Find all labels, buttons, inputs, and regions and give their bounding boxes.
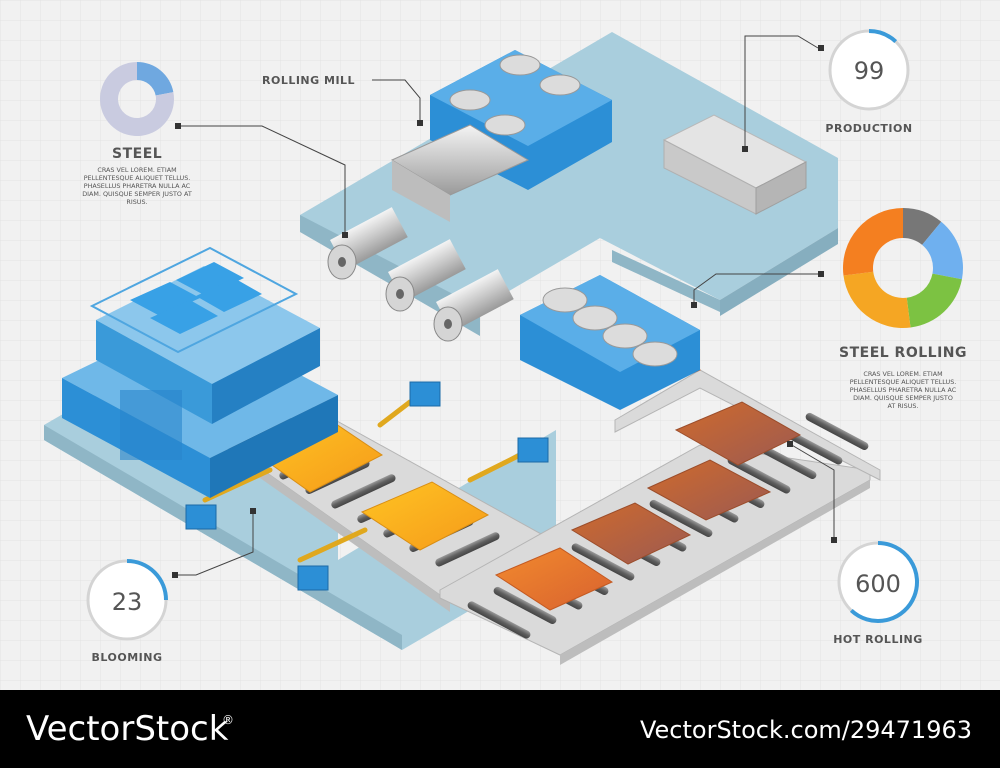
conveyor-roller	[435, 532, 500, 567]
conveyor-roller	[331, 474, 396, 509]
conveyor-roller	[467, 601, 531, 639]
leader-dots	[172, 45, 837, 578]
conveyor-roller	[727, 456, 791, 494]
conveyor-roller	[753, 441, 817, 480]
conveyor-roller	[493, 586, 557, 625]
watermark-brand: VectorStock	[26, 709, 229, 749]
steel-description-line: DIAM. QUISQUE SEMPER JUSTO AT	[82, 190, 192, 198]
steel-rolling-description-line: PHASELLUS PHARETRA NULLA AC	[850, 386, 957, 394]
gauge-progress-arc	[126, 559, 168, 601]
stacked-plates	[662, 114, 808, 215]
steel-rolling-donut-segment	[843, 271, 911, 328]
gauge-progress-arc	[868, 29, 898, 44]
steel-rolling-donut-segment	[843, 208, 903, 276]
steel-plates	[257, 349, 802, 611]
production-gauge	[828, 29, 910, 111]
conveyor-roller	[649, 499, 713, 538]
blooming-building	[62, 246, 338, 498]
hot-rolling-label: HOT ROLLING	[833, 633, 923, 646]
steel-rolling-donut-segment	[906, 273, 962, 328]
steel-title: STEEL	[112, 146, 162, 162]
hydraulic-units	[185, 381, 549, 591]
steel-rolling-description-line: PELLENTESQUE ALIQUET TELLUS.	[850, 378, 957, 386]
conveyor-roller	[571, 543, 635, 581]
steel-description-line: PHASELLUS PHARETRA NULLA AC	[84, 182, 191, 190]
steel-description-line: RISUS.	[126, 198, 147, 206]
blooming-label: BLOOMING	[92, 651, 163, 664]
conveyor-roller	[805, 412, 869, 451]
steel-rolling-donut-segment	[922, 221, 964, 280]
production-label: PRODUCTION	[825, 122, 912, 135]
steel-rolling-description-line: AT RISUS.	[888, 402, 919, 410]
leader-lines	[176, 35, 835, 576]
rolling-mill-label: ROLLING MILL	[262, 74, 355, 87]
steel-rolling-description-line: CRAS VEL LOREM. ETIAM	[863, 370, 942, 378]
gauge-progress-arc	[849, 541, 919, 623]
steel-rolling-donut-chart	[843, 208, 964, 328]
steel-coils	[327, 207, 514, 342]
rolling-mill-machine	[390, 50, 612, 222]
hot-rolling-gauge	[837, 541, 919, 623]
steel-description: CRAS VEL LOREM. ETIAM PELLENTESQUE ALIQU…	[82, 166, 192, 206]
watermark-registered-mark: ®	[222, 713, 234, 727]
watermark-bar	[0, 690, 1000, 768]
hot-rolling-value: 600	[855, 570, 901, 598]
piston-rails	[202, 399, 523, 563]
steel-description-line: PELLENTESQUE ALIQUET TELLUS.	[84, 174, 191, 182]
steel-description-line: CRAS VEL LOREM. ETIAM	[97, 166, 176, 174]
production-value: 99	[854, 57, 885, 85]
watermark-url: VectorStock.com/29471963	[640, 716, 972, 744]
steel-rolling-machine	[520, 275, 700, 410]
steel-rolling-title: STEEL ROLLING	[839, 345, 967, 361]
steel-rolling-description-line: DIAM. QUISQUE SEMPER JUSTO	[853, 394, 953, 402]
blooming-gauge	[86, 559, 168, 641]
steel-donut-segment	[137, 62, 174, 96]
blooming-value: 23	[112, 588, 143, 616]
steel-rolling-description: CRAS VEL LOREM. ETIAM PELLENTESQUE ALIQU…	[850, 370, 957, 410]
steel-donut-segment	[100, 62, 175, 136]
steel-rolling-donut-segment	[903, 208, 942, 245]
steel-donut-chart	[100, 62, 175, 136]
